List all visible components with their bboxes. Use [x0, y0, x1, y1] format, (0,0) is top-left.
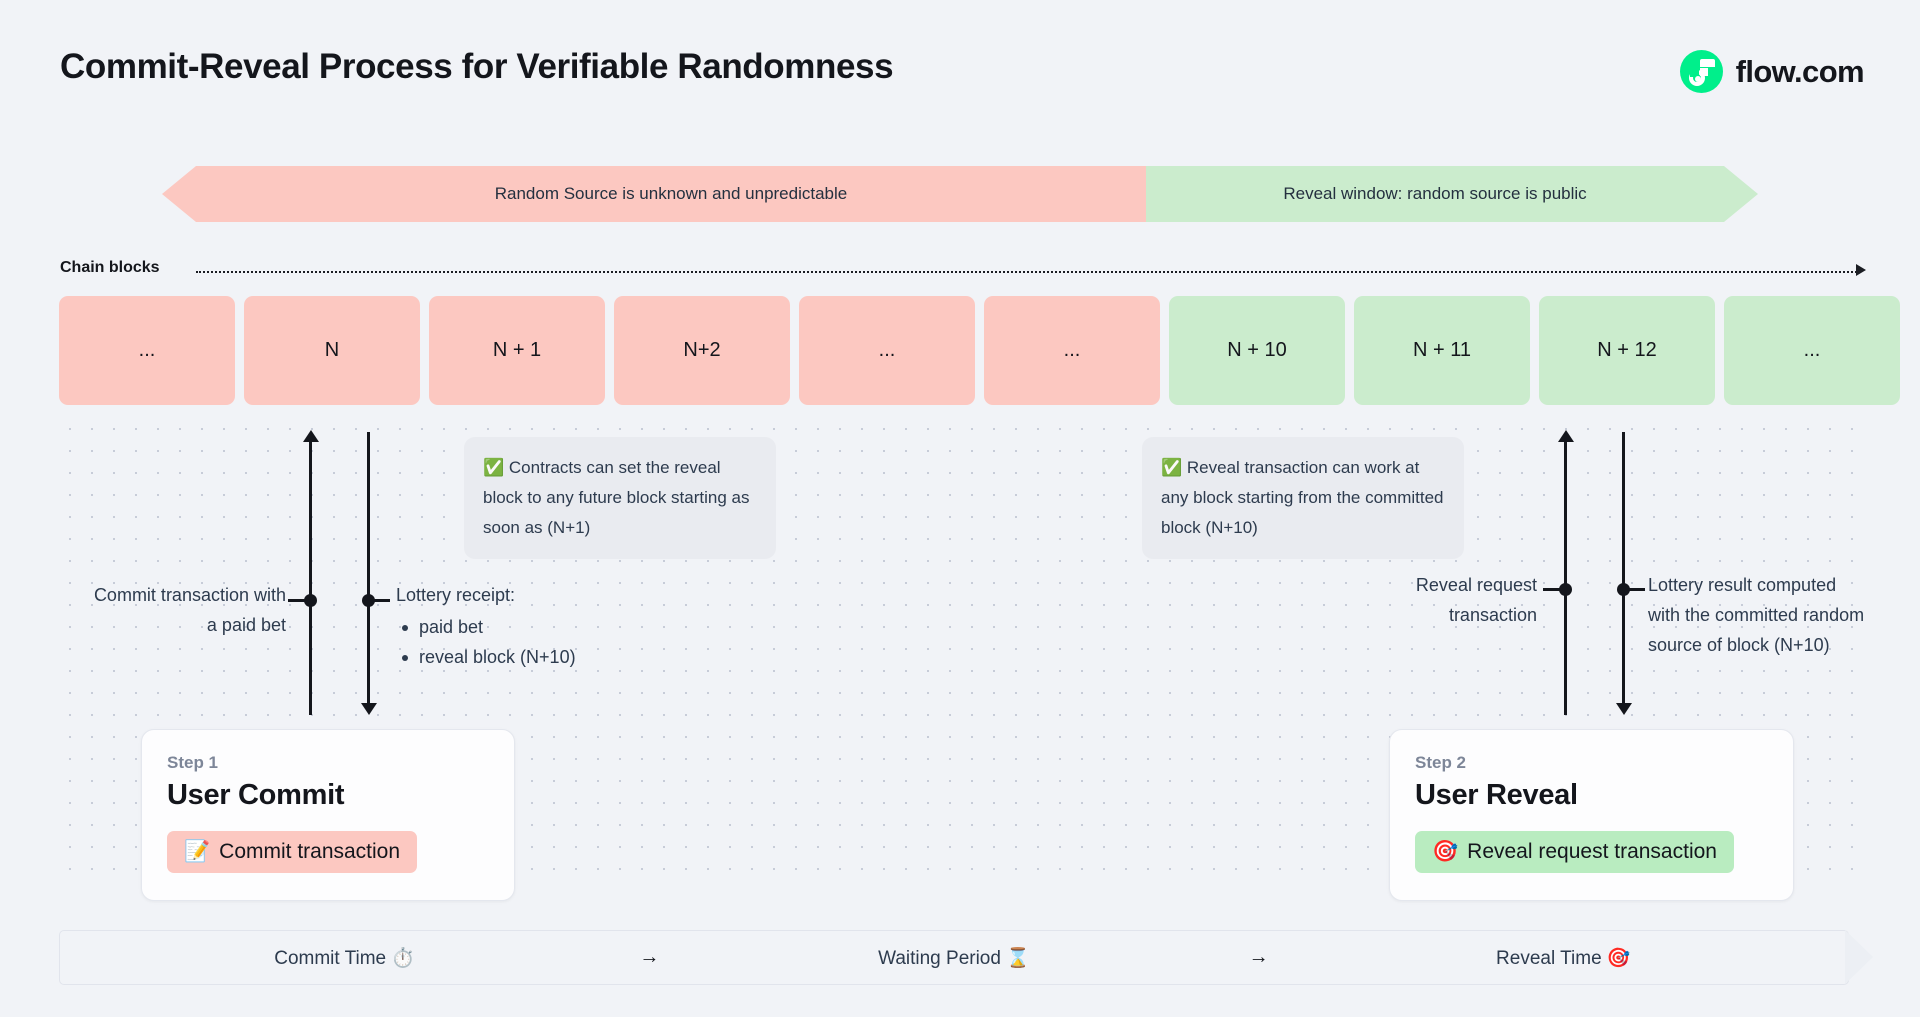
commit-connector-stub — [288, 599, 310, 602]
chain-block[interactable]: ... — [59, 296, 235, 405]
phase-separator-arrow-icon: → — [639, 946, 660, 968]
callout-b-text: Reveal transaction can work at any block… — [1161, 458, 1444, 537]
lottery-result-connector-stub — [1623, 588, 1645, 591]
chain-block[interactable]: ... — [1724, 296, 1900, 405]
phase-timeline-bar: Commit Time ⏱️ → Waiting Period ⌛ → Reve… — [59, 930, 1849, 985]
phase-waiting-period: Waiting Period ⌛ — [878, 947, 1030, 969]
banner-reveal-window: Reveal window: random source is public — [1146, 166, 1758, 222]
chain-block[interactable]: N + 1 — [429, 296, 605, 405]
chain-blocks-label: Chain blocks — [60, 259, 160, 276]
reveal-request-transaction-badge[interactable]: 🎯 Reveal request transaction — [1415, 831, 1734, 873]
lottery-receipt-title: Lottery receipt: — [396, 585, 516, 605]
phase-timeline-arrow-icon — [1845, 930, 1873, 984]
step-card-user-reveal[interactable]: Step 2 User Reveal 🎯 Reveal request tran… — [1389, 729, 1794, 901]
chain-block[interactable]: ... — [984, 296, 1160, 405]
chain-block[interactable]: N + 10 — [1169, 296, 1345, 405]
annotation-lottery-result: Lottery result computed with the committ… — [1648, 575, 1865, 655]
receipt-connector-line — [367, 432, 370, 712]
reveal-request-connector-line — [1564, 440, 1567, 715]
banner-unknown-window: Random Source is unknown and unpredictab… — [162, 166, 1146, 222]
callout-contracts-reveal-block: ✅ Contracts can set the reveal block to … — [464, 437, 776, 559]
reveal-request-arrow-up-icon — [1558, 430, 1574, 442]
commit-transaction-badge-label: Commit transaction — [219, 840, 401, 863]
reveal-request-badge-label: Reveal request transaction — [1467, 840, 1717, 863]
lottery-result-arrow-down-icon — [1616, 703, 1632, 715]
annotation-lottery-receipt: Lottery receipt: paid bet reveal block (… — [396, 580, 656, 672]
annotation-commit-transaction: Commit transaction with a paid bet — [93, 585, 286, 635]
annotation-reveal-request: Reveal request transaction — [1415, 575, 1537, 625]
chain-block[interactable]: N — [244, 296, 420, 405]
chain-block[interactable]: N + 12 — [1539, 296, 1715, 405]
chain-axis-arrow-icon — [1856, 264, 1866, 276]
chain-blocks-row: ... N N + 1 N+2 ... ... N + 10 N + 11 N … — [59, 296, 1900, 405]
phase-reveal-time: Reveal Time 🎯 — [1496, 947, 1631, 969]
callout-reveal-transaction-window: ✅ Reveal transaction can work at any blo… — [1142, 437, 1464, 559]
brand-name: flow.com — [1735, 53, 1865, 89]
chain-axis-line — [196, 271, 1861, 273]
step-label: Step 1 — [167, 753, 219, 772]
reveal-request-connector-stub — [1543, 588, 1565, 591]
brand-logo: flow.com — [1679, 50, 1865, 93]
banner-reveal-label: Reveal window: random source is public — [1283, 184, 1587, 203]
arrow-left-tail-icon — [162, 166, 196, 222]
receipt-connector-arrow-down-icon — [361, 703, 377, 715]
chain-block[interactable]: N + 11 — [1354, 296, 1530, 405]
list-item: paid bet — [396, 612, 656, 642]
arrow-right-tail-icon — [1724, 166, 1758, 222]
receipt-connector-stub — [368, 599, 390, 602]
commit-connector-dot — [304, 594, 317, 607]
reveal-request-connector-dot — [1559, 583, 1572, 596]
chain-block[interactable]: N+2 — [614, 296, 790, 405]
step-label: Step 2 — [1415, 753, 1467, 772]
lottery-result-connector-line — [1622, 432, 1625, 712]
commit-connector-arrow-up-icon — [303, 430, 319, 442]
commit-transaction-badge[interactable]: 📝 Commit transaction — [167, 831, 418, 873]
callout-a-text: Contracts can set the reveal block to an… — [483, 458, 750, 537]
list-item: reveal block (N+10) — [396, 642, 656, 672]
direct-hit-icon: 🎯 — [1432, 840, 1459, 863]
commit-connector-line — [309, 440, 312, 715]
flow-logo-icon — [1679, 50, 1723, 93]
chain-block[interactable]: ... — [799, 296, 975, 405]
phase-banners: Random Source is unknown and unpredictab… — [0, 166, 1920, 236]
white-heavy-check-mark-icon: ✅ — [1161, 458, 1183, 477]
phase-commit-time: Commit Time ⏱️ — [274, 947, 416, 969]
banner-unknown-label: Random Source is unknown and unpredictab… — [494, 184, 848, 203]
phase-separator-arrow-icon: → — [1248, 946, 1269, 968]
lottery-receipt-list: paid bet reveal block (N+10) — [396, 612, 656, 672]
step-card-user-commit[interactable]: Step 1 User Commit 📝 Commit transaction — [141, 729, 515, 901]
page-title: Commit-Reveal Process for Verifiable Ran… — [60, 47, 894, 86]
memo-icon: 📝 — [184, 840, 211, 863]
white-heavy-check-mark-icon: ✅ — [483, 458, 505, 477]
step-title: User Commit — [167, 779, 345, 811]
step-title: User Reveal — [1415, 779, 1578, 811]
